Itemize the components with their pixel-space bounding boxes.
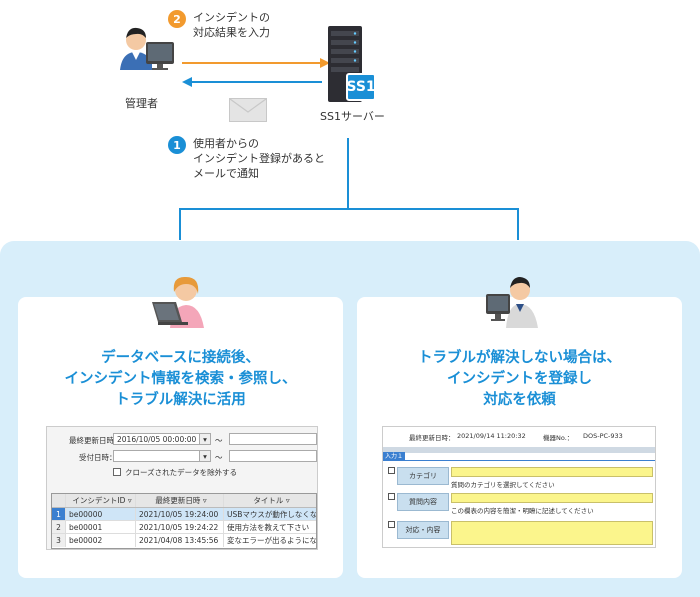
filter-icon: ▿ — [127, 496, 132, 505]
grid-header-num — [52, 494, 66, 507]
question-label: 質問内容 — [397, 493, 449, 511]
tilde-1: ～ — [215, 436, 223, 445]
arrows — [179, 58, 519, 240]
received-from-dropdown[interactable]: ▾ — [199, 450, 211, 462]
tab-input1-label: 入力１ — [384, 453, 403, 460]
left-card-title: データベースに接続後、 インシデント情報を検索・参照し、 トラブル解決に活用 — [18, 348, 343, 411]
mail-envelope-icon — [229, 98, 267, 122]
device-value: DOS-PC-933 — [583, 432, 623, 440]
admin-label: 管理者 — [125, 97, 158, 110]
question-hint: この欄表の内容を簡潔・明瞭に記述してください — [451, 507, 594, 515]
arrow-right-head — [320, 58, 330, 68]
chevron-down-icon: ▾ — [203, 435, 207, 444]
user-woman-illustration — [148, 272, 214, 332]
left-title-line1: データベースに接続後、 — [101, 350, 260, 366]
step-1-line1: 使用者からの — [193, 137, 259, 150]
category-input[interactable] — [451, 467, 653, 477]
step-2-text: インシデントの 対応結果を入力 — [193, 10, 270, 40]
right-card-title: トラブルが解決しない場合は、 インシデントを登録し 対応を依頼 — [357, 348, 682, 411]
ss1-logo-text: SS1 — [346, 79, 376, 95]
category-hint: 質問のカテゴリを選択してください — [451, 481, 555, 489]
last-updated-from-dropdown[interactable]: ▾ — [199, 433, 211, 445]
tab-input1[interactable]: 入力１ — [383, 452, 405, 461]
step-1-line3: メールで通知 — [193, 167, 259, 180]
question-input[interactable] — [451, 493, 653, 503]
admin-illustration — [112, 22, 180, 90]
step-2-line2: 対応結果を入力 — [193, 26, 270, 39]
device-label: 機器No.： — [543, 434, 574, 442]
step-1-text: 使用者からの インシデント登録があると メールで通知 — [193, 136, 325, 181]
step-1-line2: インシデント登録があると — [193, 152, 325, 165]
step-1-badge: 1 — [168, 136, 186, 154]
registration-screen: 最終更新日時： 2021/09/14 11:20:32 機器No.： DOS-P… — [382, 426, 656, 548]
right-title-line3: 対応を依頼 — [483, 392, 556, 408]
incident-grid: インシデントID ▿ 最終更新日時 ▿ タイトル ▿ 1 be00000 202… — [51, 493, 317, 549]
right-title-line2: インシデントを登録し — [447, 371, 592, 387]
received-label: 受付日時： — [79, 453, 117, 462]
grid-header: インシデントID ▿ 最終更新日時 ▿ タイトル ▿ — [52, 494, 316, 508]
grid-header-title[interactable]: タイトル ▿ — [253, 496, 290, 505]
tab-bar — [383, 447, 655, 453]
exclude-closed-label: クローズされたデータを除外する — [125, 468, 238, 477]
arrow-left-head — [182, 77, 192, 87]
filter-icon: ▿ — [285, 496, 290, 505]
step-2-line1: インシデントの — [193, 11, 270, 24]
filter-icon: ▿ — [202, 496, 207, 505]
received-from-field[interactable] — [113, 450, 209, 462]
user-man-illustration — [484, 272, 550, 332]
last-updated-to-field[interactable] — [229, 433, 317, 445]
category-label: カテゴリ — [397, 467, 449, 485]
left-title-line2: インシデント情報を検索・参照し、 — [64, 371, 297, 387]
updated-label: 最終更新日時： — [409, 434, 455, 442]
response-label: 対応・内容 — [397, 521, 449, 539]
tab-bar-line — [383, 460, 655, 461]
updated-value: 2021/09/14 11:20:32 — [457, 432, 526, 440]
response-checkbox[interactable] — [388, 521, 395, 528]
received-to-field[interactable] — [229, 450, 317, 462]
ss1-logo: SS1 — [346, 73, 376, 101]
right-title-line1: トラブルが解決しない場合は、 — [418, 350, 621, 366]
exclude-closed-checkbox[interactable] — [113, 468, 121, 476]
server-label: SS1サーバー — [320, 110, 385, 123]
table-row[interactable]: 2 be00001 2021/10/05 19:24:22 使用方法を教えて下さ… — [52, 521, 316, 534]
category-checkbox[interactable] — [388, 467, 395, 474]
chevron-down-icon: ▾ — [203, 452, 207, 461]
grid-header-date[interactable]: 最終更新日時 ▿ — [136, 494, 224, 507]
search-screen: 最終更新日時： 2016/10/05 00:00:00 ▾ ～ 受付日時： ▾ … — [46, 426, 318, 550]
grid-header-id[interactable]: インシデントID ▿ — [66, 494, 136, 507]
left-title-line3: トラブル解決に活用 — [115, 392, 246, 408]
last-updated-label: 最終更新日時： — [69, 436, 122, 445]
table-row[interactable]: 3 be00002 2021/04/08 13:45:56 変なエラーが出るよう… — [52, 534, 316, 547]
question-checkbox[interactable] — [388, 493, 395, 500]
step-2-badge: 2 — [168, 10, 186, 28]
tilde-2: ～ — [215, 453, 223, 462]
last-updated-from-value: 2016/10/05 00:00:00 — [117, 435, 197, 444]
last-updated-from-field[interactable]: 2016/10/05 00:00:00 — [113, 433, 209, 445]
response-input[interactable] — [451, 521, 653, 545]
table-row[interactable]: 1 be00000 2021/10/05 19:24:00 USBマウスが動作し… — [52, 508, 316, 521]
